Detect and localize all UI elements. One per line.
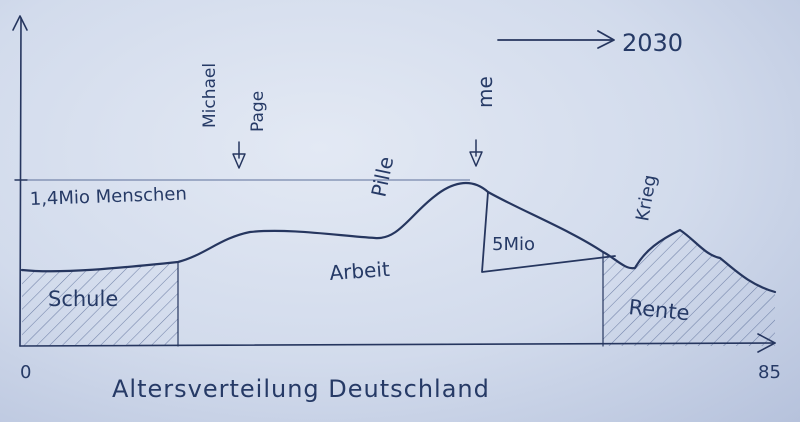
label-krieg: Krieg [632, 173, 661, 223]
diagram-title: Altersverteilung Deutschland [112, 375, 490, 403]
label-5mio: 5Mio [492, 234, 535, 255]
x-axis [19, 342, 776, 347]
label-pille: Pille [366, 154, 398, 199]
rente-hatch-region [603, 230, 775, 346]
y-axis [19, 17, 22, 347]
label-2030: 2030 [622, 29, 683, 57]
axis-label-85: 85 [758, 362, 781, 383]
y-axis-arrowhead [12, 15, 28, 31]
me-down-arrow [469, 139, 483, 167]
label-me: me [473, 76, 497, 108]
age-distribution-curve [20, 182, 777, 294]
arrow-2030-head [597, 30, 615, 49]
michael-page-down-arrow [232, 141, 246, 169]
five-million-triangle [481, 191, 616, 273]
schule-hatch-region [22, 262, 178, 346]
label-schule: Schule [48, 287, 118, 311]
axis-label-zero: 0 [20, 362, 31, 383]
label-population: 1,4Mio Menschen [29, 184, 187, 210]
label-michael: Michael [200, 63, 220, 128]
label-page: Page [248, 91, 268, 132]
label-arbeit: Arbeit [329, 257, 391, 285]
x-axis-arrowhead [757, 333, 776, 353]
